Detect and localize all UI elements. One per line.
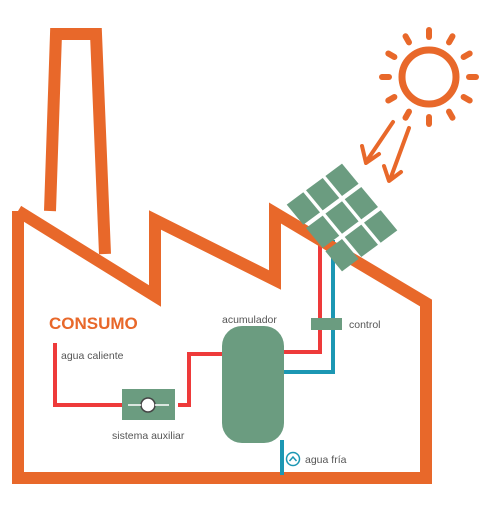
accumulator-tank: [222, 326, 284, 443]
solar-panel-cell: [325, 163, 359, 196]
factory-chimney: [44, 28, 111, 255]
auxiliary-system: [122, 389, 175, 420]
sun-ray: [460, 94, 473, 104]
sun-ray: [446, 108, 456, 121]
sun-ray: [402, 108, 412, 121]
solar-panel-cell: [325, 239, 359, 272]
cold-inlet-circle: [285, 451, 301, 467]
sun-ray: [385, 50, 398, 60]
pump-icon: [140, 397, 156, 413]
accumulator-label: acumulador: [222, 314, 277, 326]
collector-pipes: [283, 240, 335, 374]
control-label: control: [349, 319, 381, 331]
solar-panel-cell: [286, 192, 320, 225]
sun-beam-1-arrowhead: [360, 144, 381, 165]
hot-pipe-from-panel: [283, 240, 322, 354]
sun-beam-2: [389, 126, 411, 179]
hot-pipe-to-consumption: [53, 343, 122, 407]
sun-ray: [446, 33, 456, 46]
cold-inlet-chevron: [288, 455, 298, 462]
cold-water-label: agua fría: [305, 454, 347, 466]
solar-panel-cell: [364, 210, 398, 243]
sun-disc: [398, 46, 460, 108]
control-valve: [311, 318, 342, 330]
hot-water-label: agua caliente: [61, 350, 124, 362]
sun-beam-1: [366, 120, 395, 161]
solar-panel-icon: [286, 163, 398, 272]
sun-icon: [379, 27, 479, 127]
solar-panel-cells: [286, 163, 398, 272]
sun-ray: [385, 94, 398, 104]
sun-beam-2-arrowhead: [382, 164, 403, 183]
consumption-title: CONSUMO: [49, 314, 138, 333]
solar-panel-cell: [344, 187, 378, 220]
solar-panel-cell: [344, 224, 378, 257]
solar-panel-cell: [306, 178, 340, 211]
solar-panel-cell: [306, 215, 340, 248]
chevron-up-icon: [285, 451, 301, 467]
sun-rays: [379, 27, 479, 127]
solar-panel-cell: [325, 201, 359, 234]
sun-ray: [460, 50, 473, 60]
factory-outline: [12, 202, 432, 484]
factory-building: [12, 28, 432, 484]
sun-beams: [360, 120, 411, 183]
auxiliary-system-label: sistema auxiliar: [112, 430, 185, 442]
hot-pipe-to-auxiliary: [178, 352, 222, 407]
cold-pipe-to-panel: [283, 240, 335, 374]
sun-ray: [402, 33, 412, 46]
